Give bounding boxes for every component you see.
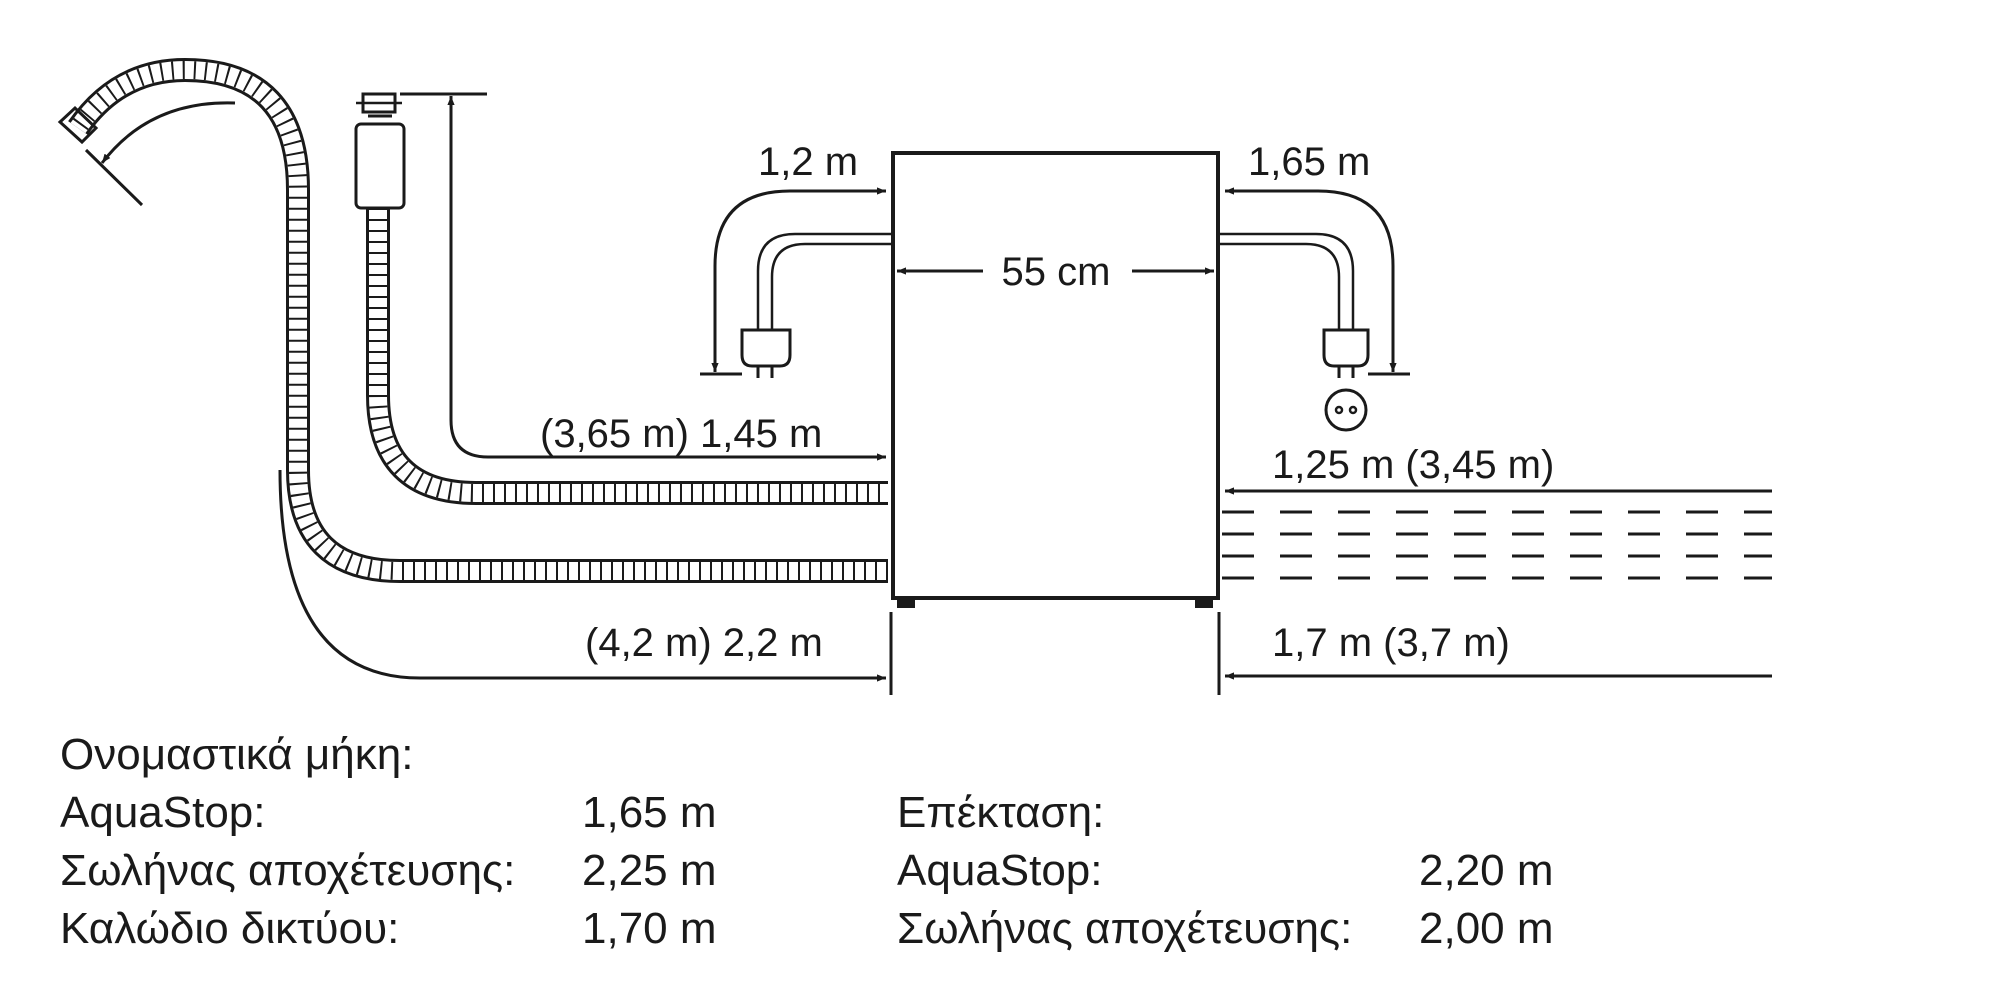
nominal-lengths-legend: Ονομαστικά μήκη: AquaStop: 1,65 m Σωλήνα…	[60, 726, 780, 958]
lower-right-hose-label: 1,7 m (3,7 m)	[1272, 621, 1510, 665]
upper-left-hose-label: (3,65 m) 1,45 m	[540, 412, 822, 456]
left-cable-label: 1,2 m	[758, 140, 858, 184]
aquastop-valve	[354, 92, 406, 210]
lower-left-hose-dimension: (4,2 m) 2,2 m	[278, 469, 893, 695]
nominal-value-power-cable: 1,70 m	[582, 904, 717, 953]
extension-legend: Επέκταση: AquaStop: 2,20 m Σωλήνας αποχέ…	[897, 784, 1617, 958]
extension-heading: Επέκταση:	[897, 788, 1105, 837]
nominal-label-drain-hose: Σωλήνας αποχέτευσης:	[60, 846, 516, 895]
upper-left-hose-dimension: (3,65 m) 1,45 m	[447, 96, 886, 461]
list-item: Σωλήνας αποχέτευσης: 2,25 m	[60, 842, 780, 900]
lower-right-hose-dimension: 1,7 m (3,7 m)	[1217, 612, 1772, 695]
right-cable-label: 1,65 m	[1248, 140, 1370, 184]
extension-label-drain-hose: Σωλήνας αποχέτευσης:	[897, 904, 1353, 953]
extension-value-aquastop: 2,20 m	[1419, 846, 1554, 895]
nominal-value-drain-hose: 2,25 m	[582, 846, 717, 895]
lower-left-hose-label: (4,2 m) 2,2 m	[585, 621, 823, 665]
right-hose-paths	[1222, 510, 1772, 580]
width-dimension: 55 cm	[897, 250, 1214, 294]
installation-diagram: 55 cm 1,2 m 1,65 m	[57, 57, 1772, 695]
list-item: Σωλήνας αποχέτευσης: 2,00 m	[897, 900, 1617, 958]
list-item: AquaStop: 1,65 m	[60, 784, 780, 842]
extension-value-drain-hose: 2,00 m	[1419, 904, 1554, 953]
upper-right-hose-dimension: 1,25 m (3,45 m)	[1225, 443, 1772, 495]
right-power-cable	[1218, 232, 1370, 432]
upper-right-hose-label: 1,25 m (3,45 m)	[1272, 443, 1554, 487]
drain-arc-arrow	[100, 101, 236, 164]
list-item: Καλώδιο δικτύου: 1,70 m	[60, 900, 780, 958]
left-power-cable	[740, 232, 893, 378]
drain-hose	[57, 57, 888, 583]
aquastop-hose	[366, 208, 888, 505]
nominal-label-aquastop: AquaStop:	[60, 788, 266, 837]
nominal-value-aquastop: 1,65 m	[582, 788, 717, 837]
nominal-label-power-cable: Καλώδιο δικτύου:	[60, 904, 400, 953]
extension-label-aquastop: AquaStop:	[897, 846, 1103, 895]
width-label: 55 cm	[1002, 250, 1111, 294]
dishwasher-body	[891, 151, 1220, 608]
list-item: AquaStop: 2,20 m	[897, 842, 1617, 900]
left-cable-dimension: 1,2 m	[700, 140, 886, 376]
wall-socket-icon	[1324, 388, 1368, 432]
right-cable-dimension: 1,65 m	[1225, 140, 1410, 376]
nominal-heading: Ονομαστικά μήκη:	[60, 730, 414, 779]
